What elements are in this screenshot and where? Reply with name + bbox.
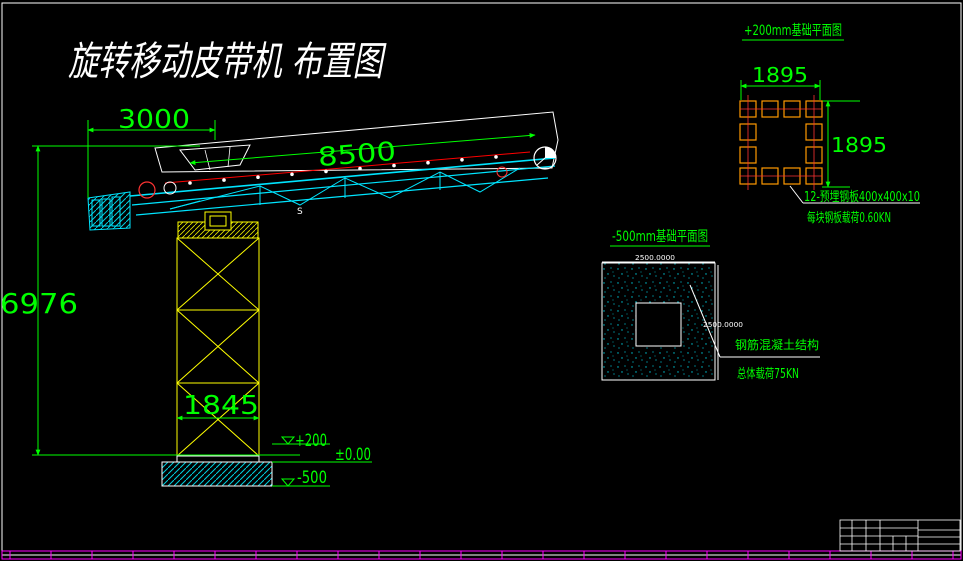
idler-roller [222,178,226,182]
idler-roller [494,155,498,159]
dim-boom-length: 8500 [317,137,397,173]
slewing-bearing [177,211,259,239]
drive-unit [87,191,131,231]
idler-roller [290,172,294,177]
plan-minus500-title: -500mm基础平面图 [612,228,708,245]
foundation-footing [161,455,273,487]
frame-border-ticks [9,551,954,559]
title-block [839,519,961,552]
plan-plus200-embed-note: 12-预埋钢板400x400x10 [804,190,920,205]
idler-roller [460,158,464,162]
idler-roller [256,175,260,179]
plan-plus200-width: 1895 [752,63,808,87]
dim-tower-width: 1845 [183,391,259,421]
embed-plates [739,95,823,190]
drawing-title: 旋转移动皮带机 布置图 [68,39,387,85]
foundation-opening [635,302,682,347]
boom-truss-bracing [169,167,521,210]
idler-roller [324,169,328,174]
plan-plus200-load-note: 每块钢板载荷0.60KN [807,210,891,226]
level-minus-label: -500 [297,468,327,488]
plan-minus500: -500mm基础平面图 2500.0000 2500.0000 钢筋混凝土结构 … [601,228,820,382]
support-tower [176,237,260,457]
svg-text:S: S [297,207,303,217]
idler-roller [426,160,430,165]
idler-roller [188,181,192,185]
plan-plus200-title: +200mm基础平面图 [744,22,842,39]
dim-boom-offset: 3000 [118,105,190,135]
dimension-lines [32,120,536,487]
plan-minus500-depth: 2500.0000 [703,321,743,329]
idler-roller [358,166,362,171]
plan-plus200: +200mm基础平面图 1895 1895 12-预埋钢板400x400x10 … [739,22,920,226]
dim-height: 6976 [0,287,78,320]
tail-pulley [138,181,156,199]
level-zero-label: ±0.00 [335,445,371,465]
conveyor-side-view: S [87,111,559,239]
level-plus-label: +200 [295,431,327,451]
plan-minus500-load-note: 总体载荷75KN [737,367,799,382]
plan-minus500-width: 2500.0000 [635,254,675,262]
feed-hopper [179,144,251,171]
plan-plus200-depth: 1895 [831,133,887,157]
plan-minus500-material-note: 钢筋混凝土结构 [735,337,819,352]
